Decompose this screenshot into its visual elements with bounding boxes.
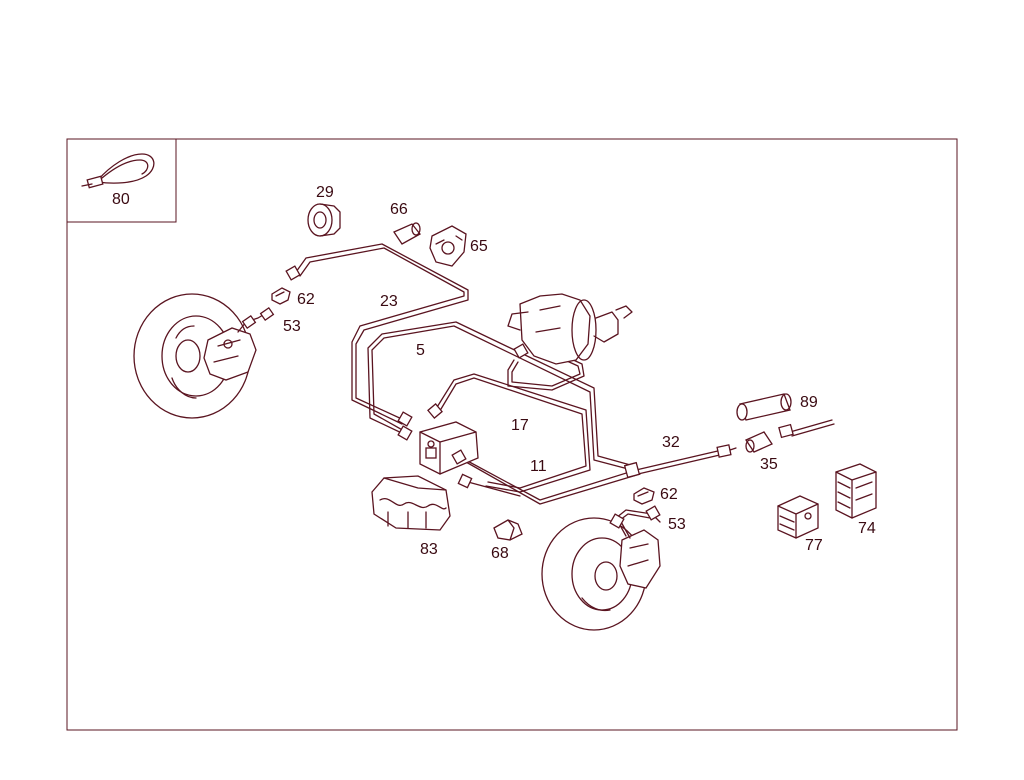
label-17: 17 (511, 417, 529, 434)
label-65: 65 (470, 238, 488, 255)
brake-line-23 (285, 243, 469, 425)
label-89: 89 (800, 394, 818, 411)
clip-62-right (633, 487, 655, 505)
label-5: 5 (416, 342, 425, 359)
label-23: 23 (380, 293, 398, 310)
diagram-frame (66, 138, 958, 731)
sleeve-89 (736, 393, 792, 421)
label-68: 68 (491, 545, 509, 562)
label-53-left: 53 (283, 318, 301, 335)
sleeve-66 (393, 222, 421, 245)
bracket-65 (429, 225, 467, 267)
label-77: 77 (805, 537, 823, 554)
brake-line-32 (623, 444, 737, 479)
left-brake-caliper (203, 306, 275, 381)
fitting-35 (745, 431, 773, 453)
label-62-left: 62 (297, 291, 315, 308)
label-29: 29 (316, 184, 334, 201)
line-end-fitting (778, 419, 835, 439)
label-32: 32 (662, 434, 680, 451)
hydraulic-unit (397, 403, 479, 489)
brake-booster (507, 293, 633, 365)
brake-pads-74 (835, 463, 877, 519)
inset-box (67, 139, 177, 223)
label-11: 11 (530, 458, 547, 475)
brake-line-11 (461, 457, 641, 505)
label-66: 66 (390, 201, 408, 218)
right-brake-caliper (609, 505, 661, 589)
clip-62-left (271, 287, 291, 305)
label-80: 80 (112, 191, 130, 208)
brake-pads-77 (777, 495, 819, 539)
label-62-right: 62 (660, 486, 678, 503)
label-74: 74 (858, 520, 876, 537)
label-53-right: 53 (668, 516, 686, 533)
brake-line-5 (367, 321, 635, 471)
bracket-83 (371, 475, 451, 531)
cable-tie-80 (81, 153, 155, 189)
sensor-68 (493, 519, 523, 541)
label-83: 83 (420, 541, 438, 558)
grommet-29 (307, 203, 341, 237)
label-35: 35 (760, 456, 778, 473)
